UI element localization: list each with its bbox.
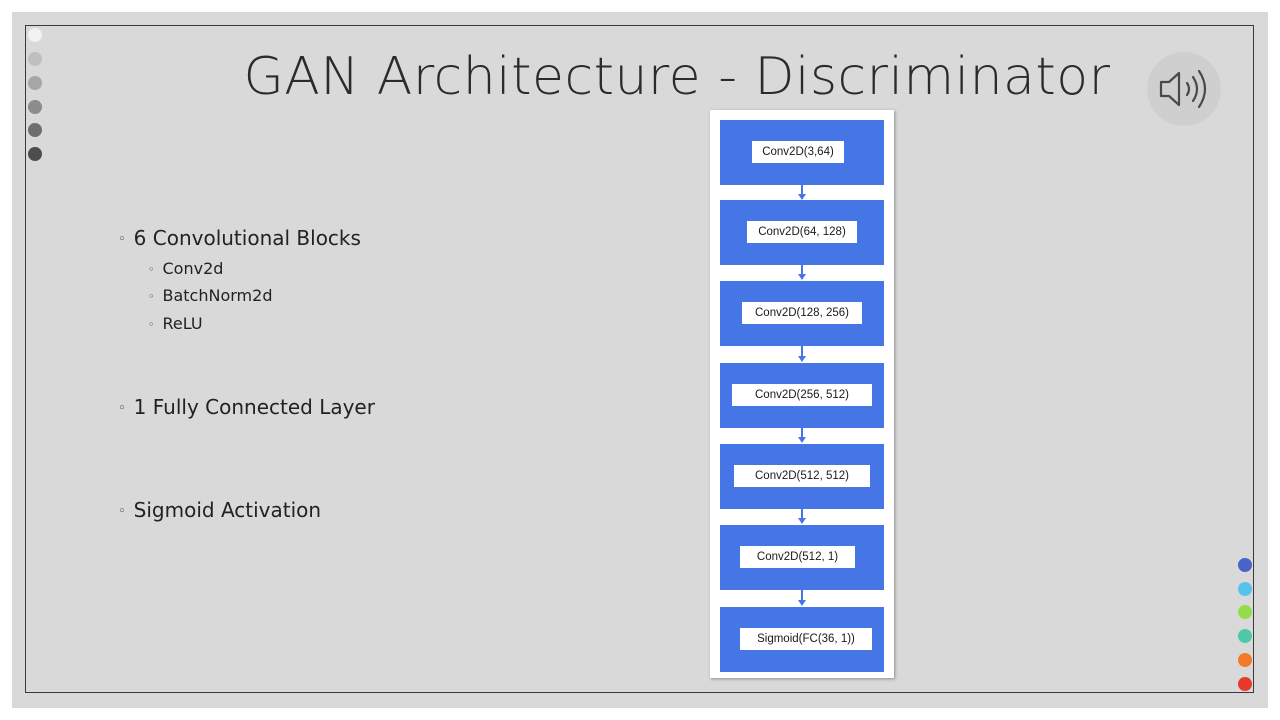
left-dot xyxy=(28,76,42,90)
left-dot xyxy=(28,123,42,137)
bullet-text: 6 Convolutional Blocks xyxy=(133,226,361,250)
arrow-head-icon xyxy=(798,600,806,606)
block-label: Conv2D(64, 128) xyxy=(747,221,857,243)
arrow-head-icon xyxy=(798,437,806,443)
bullet-text: BatchNorm2d xyxy=(162,286,273,305)
sub-bullet-item: ◦ ReLU xyxy=(148,314,203,333)
diagram-block: Conv2D(3,64) xyxy=(720,120,884,185)
bullet-item: ◦ 6 Convolutional Blocks xyxy=(118,226,361,250)
bullet-text: ReLU xyxy=(162,314,203,333)
bullet-marker: ◦ xyxy=(118,504,126,519)
sub-bullet-item: ◦ BatchNorm2d xyxy=(148,286,272,305)
bullet-marker: ◦ xyxy=(118,401,126,416)
bullet-text: Conv2d xyxy=(162,259,224,278)
bullet-marker: ◦ xyxy=(118,232,126,247)
diagram-block: Conv2D(64, 128) xyxy=(720,200,884,265)
diagram-arrow xyxy=(801,590,803,601)
block-label: Conv2D(512, 512) xyxy=(734,465,870,487)
slide: GAN Architecture - Discriminator ◦ 6 Conv… xyxy=(12,12,1268,708)
bullet-text: 1 Fully Connected Layer xyxy=(133,395,375,419)
arrow-head-icon xyxy=(798,194,806,200)
slide-title: GAN Architecture - Discriminator xyxy=(243,47,1111,107)
right-dot xyxy=(1238,558,1252,572)
diagram-block: Conv2D(256, 512) xyxy=(720,363,884,428)
diagram-block: Sigmoid(FC(36, 1)) xyxy=(720,607,884,672)
diagram-arrow xyxy=(801,509,803,519)
bullet-item: ◦ Sigmoid Activation xyxy=(118,498,321,522)
left-dot xyxy=(28,52,42,66)
block-label: Conv2D(256, 512) xyxy=(732,384,872,406)
bullet-marker: ◦ xyxy=(148,263,155,276)
block-label: Conv2D(3,64) xyxy=(752,141,844,163)
left-dot xyxy=(28,100,42,114)
block-label: Sigmoid(FC(36, 1)) xyxy=(740,628,872,650)
diagram-arrow xyxy=(801,185,803,195)
sub-bullet-item: ◦ Conv2d xyxy=(148,259,223,278)
speaker-glyph xyxy=(1159,69,1207,109)
diagram-arrow xyxy=(801,428,803,438)
speaker-volume-icon[interactable] xyxy=(1147,52,1221,126)
arrow-head-icon xyxy=(798,356,806,362)
diagram-block: Conv2D(512, 512) xyxy=(720,444,884,509)
left-dot xyxy=(28,147,42,161)
arrow-head-icon xyxy=(798,274,806,280)
right-dot xyxy=(1238,653,1252,667)
arrow-head-icon xyxy=(798,518,806,524)
right-dot xyxy=(1238,582,1252,596)
diagram-arrow xyxy=(801,346,803,357)
bullet-item: ◦ 1 Fully Connected Layer xyxy=(118,395,375,419)
right-dot xyxy=(1238,629,1252,643)
diagram-block: Conv2D(128, 256) xyxy=(720,281,884,346)
right-dot xyxy=(1238,605,1252,619)
left-dot xyxy=(28,28,42,42)
diagram-block: Conv2D(512, 1) xyxy=(720,525,884,590)
bullet-marker: ◦ xyxy=(148,318,155,331)
bullet-marker: ◦ xyxy=(148,290,155,303)
slide-frame xyxy=(25,25,1254,693)
right-dot xyxy=(1238,677,1252,691)
diagram-arrow xyxy=(801,265,803,276)
block-label: Conv2D(128, 256) xyxy=(742,302,862,324)
block-label: Conv2D(512, 1) xyxy=(740,546,855,568)
discriminator-diagram: Conv2D(3,64) Conv2D(64, 128) Conv2D(128,… xyxy=(710,110,894,678)
bullet-text: Sigmoid Activation xyxy=(133,498,322,522)
